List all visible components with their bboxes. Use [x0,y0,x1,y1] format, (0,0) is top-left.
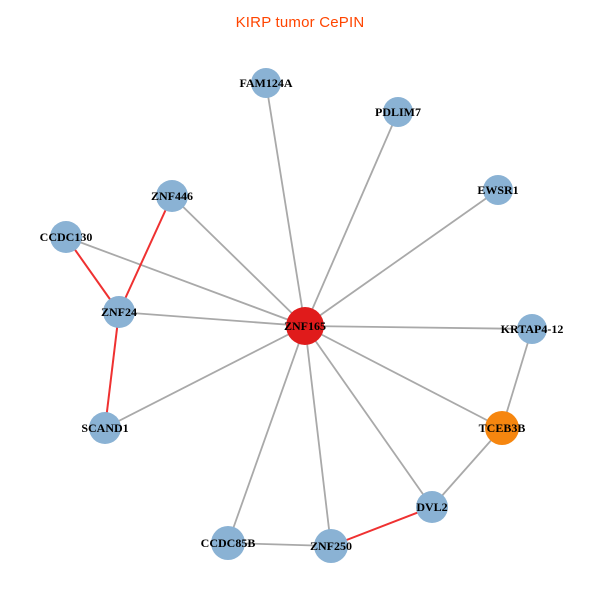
node-ZNF165 [286,307,324,345]
edge-ZNF165-DVL2 [304,325,433,508]
edge-ZNF250-DVL2 [330,506,433,547]
edge-CCDC85B-ZNF250 [227,542,332,547]
node-ZNF24 [103,296,135,328]
node-CCDC85B [211,526,245,560]
node-label-EWSR1: EWSR1 [477,183,518,197]
edge-ZNF165-EWSR1 [304,189,499,327]
node-DVL2 [416,491,448,523]
node-label-PDLIM7: PDLIM7 [375,105,421,119]
edge-ZNF165-PDLIM7 [304,111,399,327]
node-label-ZNF250: ZNF250 [310,539,352,553]
edge-ZNF446-ZNF24 [118,195,173,313]
edges-layer [65,82,533,547]
node-SCAND1 [89,412,121,444]
edge-ZNF24-SCAND1 [104,311,120,429]
node-label-DVL2: DVL2 [416,500,447,514]
node-label-ZNF24: ZNF24 [101,305,137,319]
edge-ZNF165-ZNF446 [171,195,306,327]
node-label-SCAND1: SCAND1 [81,421,128,435]
node-ZNF250 [314,529,348,563]
edge-ZNF165-ZNF250 [304,325,332,547]
node-PDLIM7 [383,97,413,127]
edge-KRTAP4-12-TCEB3B [501,328,533,429]
edge-ZNF165-ZNF24 [118,311,306,327]
node-KRTAP4-12 [517,314,547,344]
edge-ZNF165-SCAND1 [104,325,306,429]
plot-title: KIRP tumor CePIN [235,14,365,31]
node-TCEB3B [485,411,519,445]
edge-ZNF165-CCDC85B [227,325,306,544]
edge-ZNF165-CCDC130 [65,236,306,327]
node-label-ZNF165: ZNF165 [284,319,326,333]
node-label-FAM124A: FAM124A [239,76,292,90]
node-label-ZNF446: ZNF446 [151,189,193,203]
node-label-TCEB3B: TCEB3B [479,421,526,435]
node-label-KRTAP4-12: KRTAP4-12 [501,322,564,336]
edge-ZNF165-FAM124A [265,82,306,327]
nodes-layer [50,68,547,563]
edge-ZNF165-TCEB3B [304,325,503,429]
node-label-CCDC130: CCDC130 [40,230,93,244]
node-FAM124A [251,68,281,98]
edge-ZNF165-KRTAP4-12 [304,325,533,330]
node-EWSR1 [483,175,513,205]
node-ZNF446 [156,180,188,212]
node-label-CCDC85B: CCDC85B [201,536,256,550]
node-CCDC130 [50,221,82,253]
edge-TCEB3B-DVL2 [431,427,503,508]
